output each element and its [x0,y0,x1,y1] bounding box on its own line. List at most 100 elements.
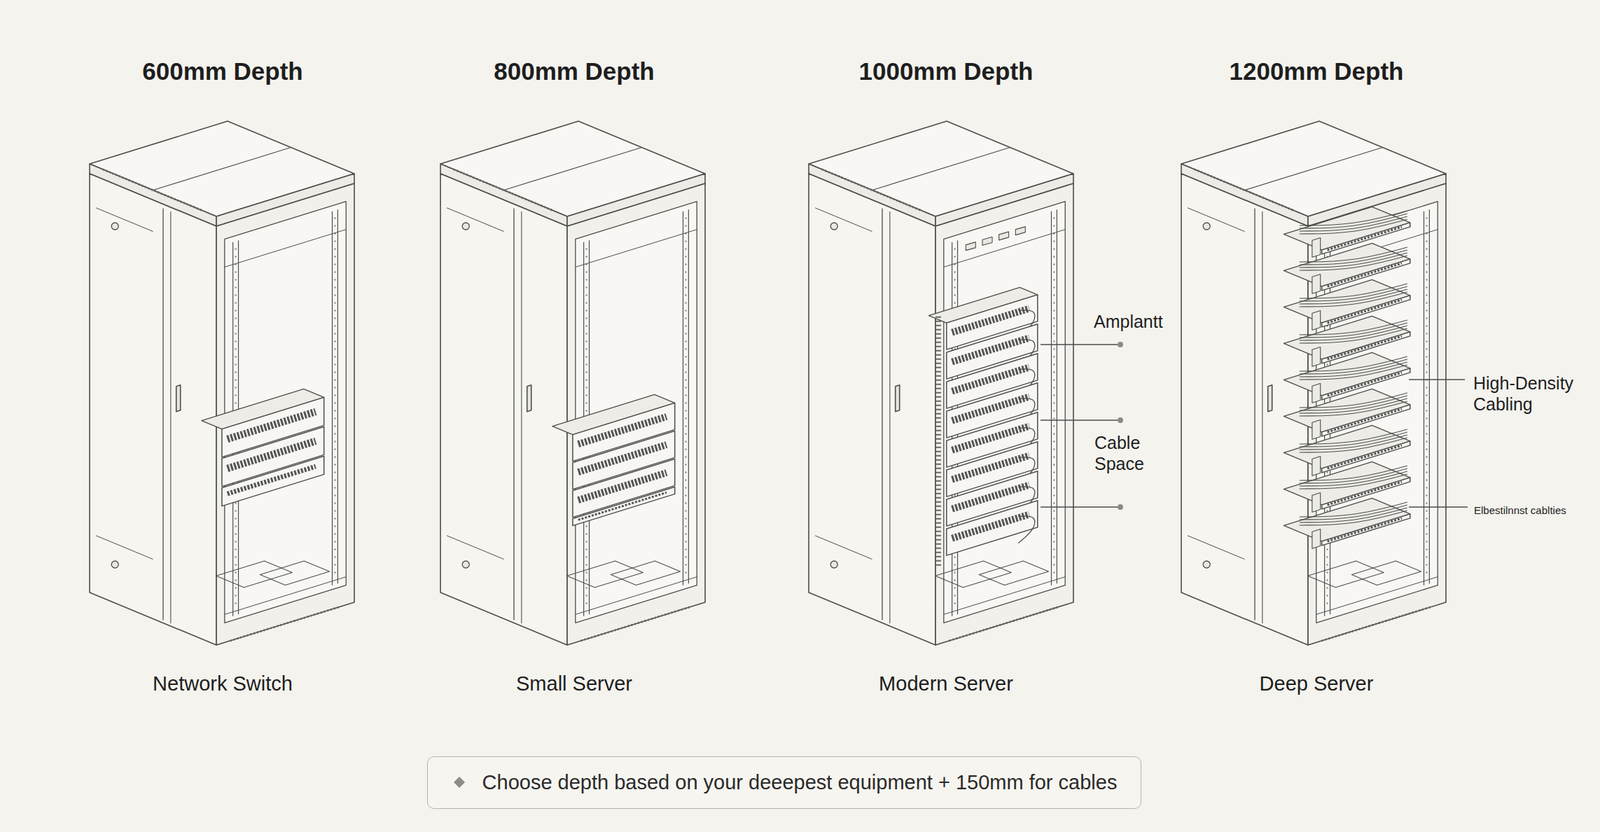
door-seam [162,208,164,621]
side-panel [1181,173,1309,645]
port-row [952,484,1030,509]
cable-manager [1312,383,1321,404]
cable-strand [1299,216,1408,232]
cable-manager [1312,492,1321,513]
cable-strand [1299,474,1408,489]
port-row [227,466,316,494]
port-row [1327,518,1402,542]
switch-shelf [221,455,325,506]
callout-label: Elbestilnnst cablties [1473,504,1567,517]
callout-label: Cable Space [1094,432,1172,475]
top-device [965,242,976,251]
port-row [952,513,1030,538]
floor-plate [978,560,1049,586]
door-handle [1268,385,1273,412]
rack-caption: Network Switch [152,671,293,697]
bottom-bar [1316,576,1438,615]
panel-lock [111,222,119,230]
bottom-vent [230,606,342,641]
panel-lock [462,560,470,568]
leader-line [1040,343,1118,345]
rack-cabinet [89,121,355,645]
bottom-bar [224,576,346,615]
rear-crossbar [943,229,1066,268]
cable-strand [1299,322,1408,338]
cable-strand [1299,507,1408,523]
cable-strand [1299,252,1408,268]
cable-strand [1299,392,1408,408]
top-seam [153,147,292,191]
cable-strand [1299,291,1408,307]
door-handle [176,385,181,412]
rear-crossbar [575,229,697,268]
front-opening [943,201,1066,624]
rack-cabinet [808,121,1074,645]
leader-line [1040,506,1118,507]
cable-strand [1299,429,1408,444]
cable-strand [1299,471,1408,486]
mounting-rail [331,211,333,586]
leader-dot [1117,417,1124,423]
panel-lock [830,560,838,568]
bottom-bar [943,576,1066,615]
leader-line [1408,378,1465,380]
panel-lock [111,560,119,568]
cable-strand [1299,283,1408,299]
port-row [578,492,667,520]
cable-strand [1299,249,1408,265]
panel-line [95,535,153,560]
rail-holes [684,217,687,578]
leader-dot [1117,341,1124,348]
cable-strand [1299,465,1408,481]
diamond-shape [453,776,465,788]
port-row [952,308,1030,332]
cable-strand [1299,395,1408,411]
leader-dot [1117,504,1124,510]
rack-caption: Modern Server [878,671,1014,697]
rail-holes [1425,217,1428,578]
note-text: Choose depth based on your deeepest equi… [482,770,1118,795]
mounting-rail [1423,211,1425,586]
side-panel [89,173,217,645]
top-device [999,231,1010,241]
top-seam [872,147,1011,191]
cable-strand [1299,510,1408,526]
mounting-rail [1429,209,1430,584]
rail-holes [1053,217,1055,578]
bottom-vent [1322,606,1433,641]
cable-strand [1299,247,1408,262]
rail-holes [334,217,336,578]
panel-line [1187,535,1245,560]
panel-line [1187,207,1245,232]
panel-lock [462,222,470,230]
cable-strand [1299,437,1408,453]
port-row [952,366,1030,391]
depth-heading: 1200mm Depth [1229,56,1404,87]
panel-lock [1202,560,1210,568]
cable-strand [1299,325,1408,341]
port-row [952,455,1030,479]
door-seam [1261,211,1263,624]
door-seam [520,211,522,624]
cable-manager [1312,274,1321,295]
port-row [952,425,1030,450]
cable-strand [1299,210,1408,226]
front-frame [935,183,1074,645]
mounting-rail [1056,209,1058,584]
top-device [982,236,993,246]
server-shelf [572,486,676,526]
mounting-rail [1051,211,1052,586]
bottom-bar [575,576,697,615]
mounting-rail [337,209,339,584]
cable-strand [1299,364,1408,380]
panel-line [815,535,872,560]
leader-lines [1040,341,1468,510]
port-row [952,337,1030,362]
panel-line [446,535,504,560]
cable-strand [1299,468,1408,484]
panel-line [446,207,504,232]
panel-lock [1202,222,1210,230]
